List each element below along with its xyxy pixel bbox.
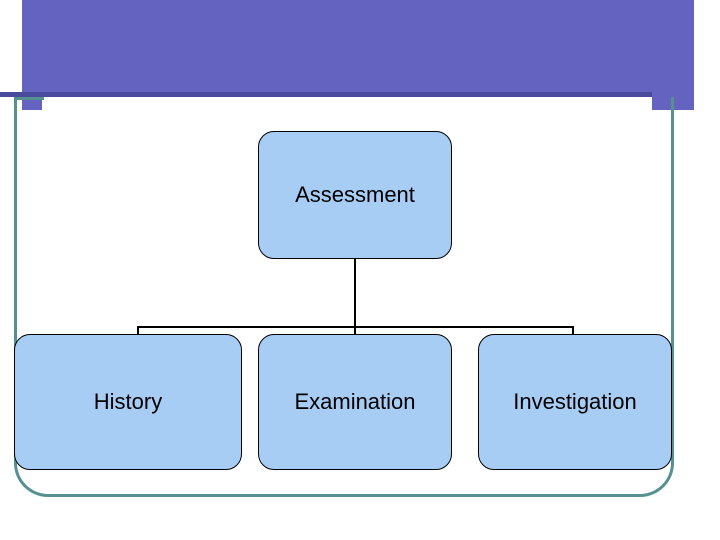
node-assessment: Assessment xyxy=(258,131,452,259)
node-investigation: Investigation xyxy=(478,334,672,470)
header-rule xyxy=(0,92,652,97)
node-examination: Examination xyxy=(258,334,452,470)
node-investigation-label: Investigation xyxy=(513,388,637,414)
connector-assessment-stem xyxy=(354,259,356,328)
node-examination-label: Examination xyxy=(294,388,416,414)
node-history-label: History xyxy=(93,388,163,414)
content-frame-top-stub xyxy=(14,97,44,100)
node-history: History xyxy=(14,334,242,470)
connector-drop-investigation xyxy=(572,326,574,336)
header-banner xyxy=(22,0,694,92)
node-assessment-label: Assessment xyxy=(295,181,415,207)
connector-drop-history xyxy=(137,326,139,336)
content-frame xyxy=(14,97,674,497)
connector-drop-examination xyxy=(354,326,356,336)
